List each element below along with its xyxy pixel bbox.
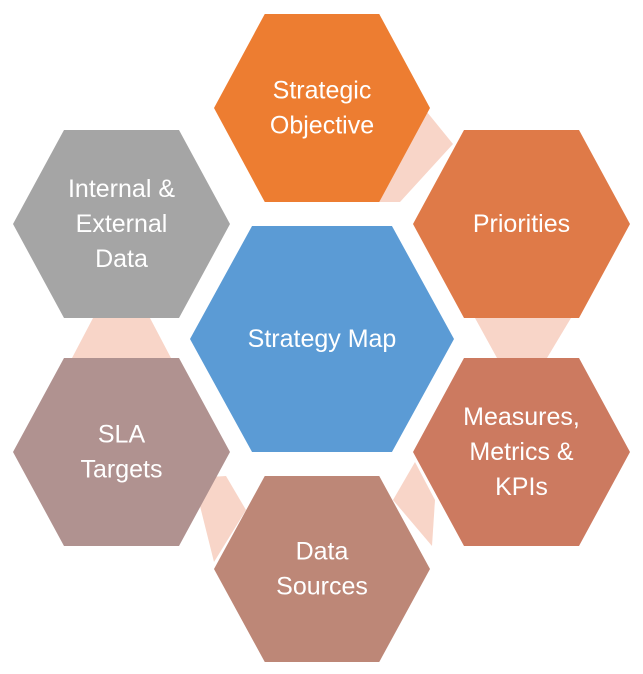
hex-label-measures-line-2: Metrics &	[469, 438, 574, 466]
hex-label-measures-line-3: KPIs	[495, 473, 548, 501]
hex-shape-priorities	[413, 130, 630, 318]
hex-shape-measures	[413, 358, 630, 546]
hex-label-strategic-objective-line-1: Strategic	[273, 77, 372, 105]
hex-shape-center	[190, 226, 454, 452]
connectors-layer	[72, 112, 571, 562]
hex-priorities: Priorities	[413, 130, 630, 318]
hex-shape-strategic-objective	[214, 14, 430, 202]
hex-label-internal-external-data-line-3: Data	[95, 245, 148, 273]
hex-shape-data-sources	[214, 476, 430, 662]
hex-sla-targets: SLA Targets	[13, 358, 230, 546]
hex-label-sla-targets-line-2: Targets	[81, 456, 163, 484]
hex-shape-internal-external-data	[13, 130, 230, 318]
hex-label-internal-external-data-line-2: External	[76, 210, 168, 238]
hex-label-sla-targets-line-1: SLA	[98, 421, 146, 449]
hex-label-data-sources-line-1: Data	[296, 538, 349, 566]
hex-label-strategic-objective-line-2: Objective	[270, 112, 374, 140]
connector-4	[193, 476, 246, 562]
connector-2	[475, 318, 571, 358]
hex-measures: Measures, Metrics & KPIs	[413, 358, 630, 546]
hex-shape-sla-targets	[13, 358, 230, 546]
connector-5	[72, 318, 171, 358]
hex-label-center-line-1: Strategy Map	[248, 325, 397, 353]
hex-label-measures-line-1: Measures,	[463, 403, 580, 431]
connector-3	[393, 462, 435, 546]
hex-center: Strategy Map	[190, 226, 454, 452]
connector-1	[377, 112, 453, 202]
hex-label-internal-external-data-line-1: Internal &	[68, 175, 175, 203]
hex-label-data-sources-line-2: Sources	[276, 573, 368, 601]
hex-label-priorities-line-1: Priorities	[473, 210, 570, 238]
